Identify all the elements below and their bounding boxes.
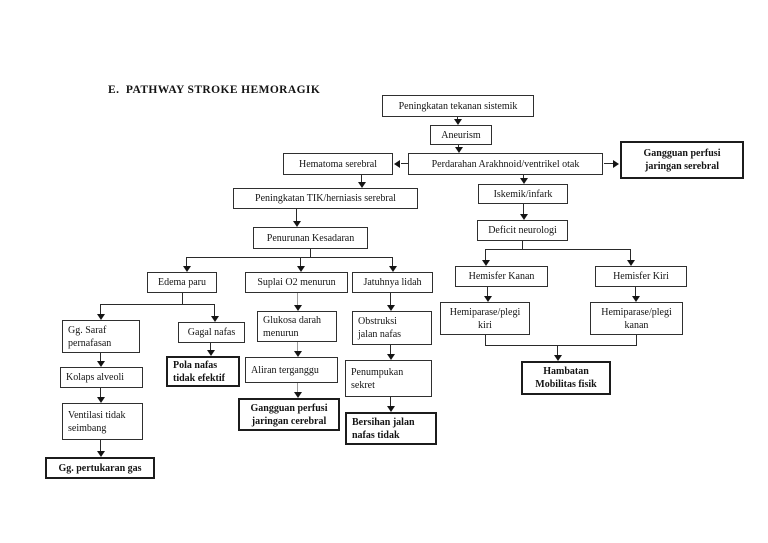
edge-kanan-hemiparase-kiri-arrow	[484, 296, 492, 302]
node-suplai-o2-menurun: Suplai O2 menurun	[245, 272, 348, 293]
edge-kolaps-ventilasi-arrow	[97, 397, 105, 403]
edge-split-jatuhnya-arrow	[389, 266, 397, 272]
node-kolaps-alveoli: Kolaps alveoli	[60, 367, 143, 388]
edge-split-saraf-arrow	[97, 314, 105, 320]
edge-aneurism-perdarahan-arrow	[455, 147, 463, 153]
edge-perdarahan-iskemik-line	[523, 175, 524, 179]
node-gangguan-perfusi-serebral: Gangguan perfusi jaringan serebral	[620, 141, 744, 179]
edge-sistemik-aneurism-arrow	[454, 119, 462, 125]
edge-penurunan-split-stem	[310, 249, 311, 257]
edge-split-suplai-line	[300, 257, 301, 267]
node-jatuhnya-lidah: Jatuhnya lidah	[352, 272, 433, 293]
edge-gagal-pola-arrow	[207, 350, 215, 356]
node-gagal-nafas: Gagal nafas	[178, 322, 245, 343]
edge-saraf-kolaps-arrow	[97, 361, 105, 367]
node-hemisfer-kanan: Hemisfer Kanan	[455, 266, 548, 287]
edge-merge-right-drop	[636, 335, 637, 346]
node-hemiparase-plegi-kiri: Hemiparase/plegi kiri	[440, 302, 530, 335]
edge-aliran-cerebral-line	[297, 383, 298, 393]
node-peningkatan-tik: Peningkatan TIK/herniasis serebral	[233, 188, 418, 209]
edge-hematoma-tik-line	[361, 175, 362, 183]
edge-kiri-hemiparase-kanan-arrow	[632, 296, 640, 302]
node-hambatan-mobilitas-fisik: Hambatan Mobilitas fisik	[521, 361, 611, 395]
edge-kolaps-ventilasi-line	[100, 388, 101, 398]
edge-split-saraf-line	[100, 304, 101, 315]
edge-tik-penurunan-arrow	[293, 221, 301, 227]
edge-split-edema-line	[186, 257, 187, 267]
node-peningkatan-tekanan-sistemik: Peningkatan tekanan sistemik	[382, 95, 534, 117]
edge-split-hemisfer-kanan-line	[485, 249, 486, 261]
edge-glukosa-aliran-line	[297, 342, 298, 352]
edge-iskemik-deficit-arrow	[520, 214, 528, 220]
edge-obstruksi-penumpukan-line	[390, 345, 391, 355]
edge-split-hemisfer-kanan-arrow	[482, 260, 490, 266]
edge-jatuhnya-obstruksi-line	[390, 293, 391, 306]
edge-penumpukan-bersihan-line	[390, 397, 391, 407]
edge-merge-hambatan-arrow	[554, 355, 562, 361]
edge-merge-left-drop	[485, 335, 486, 346]
edge-glukosa-aliran-arrow	[294, 351, 302, 357]
edge-suplai-glukosa-arrow	[294, 305, 302, 311]
edge-deficit-split-stem	[522, 241, 523, 249]
node-hemiparase-plegi-kanan: Hemiparase/plegi kanan	[590, 302, 683, 335]
edge-ventilasi-pertukaran-line	[100, 440, 101, 452]
node-gg-pertukaran-gas: Gg. pertukaran gas	[45, 457, 155, 479]
node-hematoma-serebral: Hematoma serebral	[283, 153, 393, 175]
node-aliran-terganggu: Aliran terganggu	[245, 357, 338, 383]
edge-split-gagal-line	[214, 304, 215, 317]
edge-perdarahan-iskemik-arrow	[520, 178, 528, 184]
node-penurunan-kesadaran: Penurunan Kesadaran	[253, 227, 368, 249]
edge-perdarahan-hematoma-line	[401, 163, 408, 164]
edge-aliran-cerebral-arrow	[294, 392, 302, 398]
edge-gagal-pola-line	[210, 343, 211, 351]
node-aneurism: Aneurism	[430, 125, 492, 145]
node-gg-saraf-pernafasan: Gg. Saraf pernafasan	[62, 320, 140, 353]
edge-kanan-hemiparase-kiri-line	[487, 287, 488, 297]
node-penumpukan-sekret: Penumpukan sekret	[345, 360, 432, 397]
edge-edema-split-stem	[182, 293, 183, 305]
node-iskemik-infark: Iskemik/infark	[478, 184, 568, 204]
edge-split-hemisfer-kiri-arrow	[627, 260, 635, 266]
edge-penurunan-split-bar	[186, 257, 392, 258]
edge-kiri-hemiparase-kanan-line	[635, 287, 636, 297]
edge-saraf-kolaps-line	[100, 353, 101, 362]
edge-perdarahan-gangguan-line	[604, 163, 614, 164]
edge-penumpukan-bersihan-arrow	[387, 406, 395, 412]
edge-split-edema-arrow	[183, 266, 191, 272]
edge-perdarahan-gangguan-arrow	[613, 160, 619, 168]
node-bersihan-jalan-nafas: Bersihan jalan nafas tidak	[345, 412, 437, 445]
node-glukosa-darah-menurun: Glukosa darah menurun	[257, 311, 337, 342]
edge-hematoma-tik-arrow	[358, 182, 366, 188]
edge-tik-penurunan-line	[296, 209, 297, 222]
page-title: E. PATHWAY STROKE HEMORAGIK	[108, 84, 321, 96]
node-deficit-neurologi: Deficit neurologi	[477, 220, 568, 241]
edge-jatuhnya-obstruksi-arrow	[387, 305, 395, 311]
edge-ventilasi-pertukaran-arrow	[97, 451, 105, 457]
node-perdarahan-arakhnoid: Perdarahan Arakhnoid/ventrikel otak	[408, 153, 603, 175]
edge-iskemik-deficit-line	[523, 204, 524, 215]
edge-split-hemisfer-kiri-line	[630, 249, 631, 261]
edge-deficit-split-bar	[485, 249, 631, 250]
node-edema-paru: Edema paru	[147, 272, 217, 293]
edge-suplai-glukosa-line	[297, 293, 298, 306]
node-ventilasi-tidak-seimbang: Ventilasi tidak seimbang	[62, 403, 143, 440]
node-obstruksi-jalan-nafas: Obstruksi jalan nafas	[352, 311, 432, 345]
edge-edema-split-bar	[100, 304, 215, 305]
node-hemisfer-kiri: Hemisfer Kiri	[595, 266, 687, 287]
edge-perdarahan-hematoma-arrow	[394, 160, 400, 168]
edge-split-jatuhnya-line	[392, 257, 393, 267]
node-pola-nafas-tidak-efektif: Pola nafas tidak efektif	[166, 356, 240, 387]
node-gangguan-perfusi-cerebral: Gangguan perfusi jaringan cerebral	[238, 398, 340, 431]
edge-split-suplai-arrow	[297, 266, 305, 272]
edge-merge-hambatan-line	[557, 345, 558, 356]
edge-merge-bar	[485, 345, 637, 346]
edge-split-gagal-arrow	[211, 316, 219, 322]
edge-obstruksi-penumpukan-arrow	[387, 354, 395, 360]
